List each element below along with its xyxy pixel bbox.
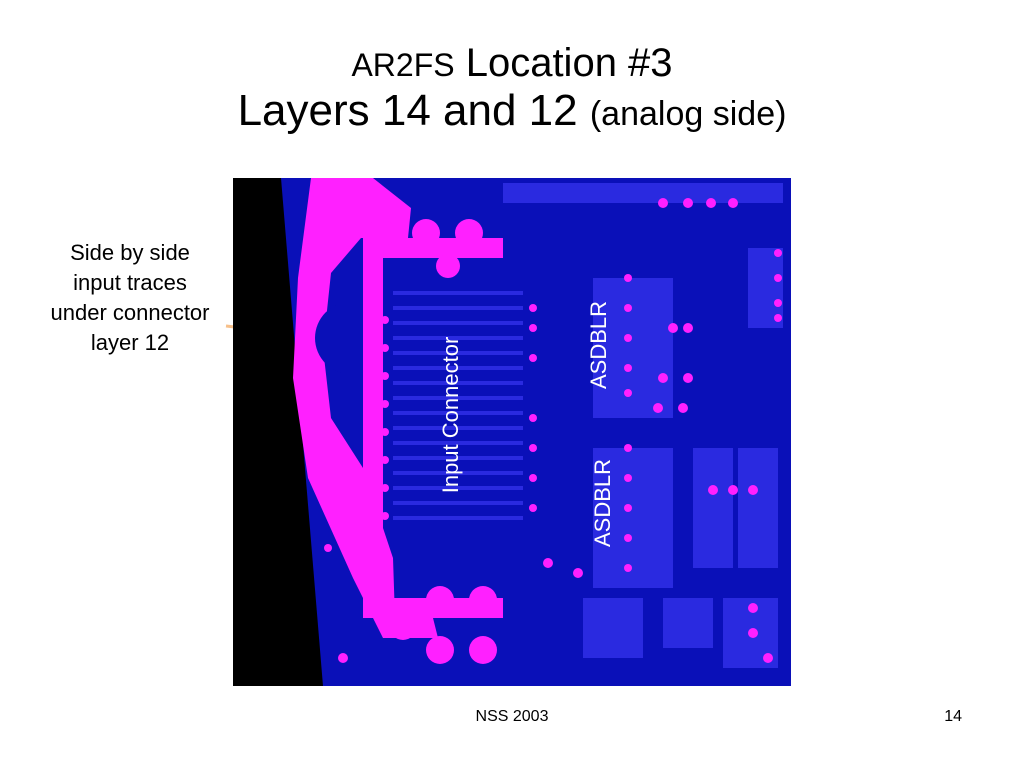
footer-conference: NSS 2003 (475, 708, 549, 725)
label-asdblr-bottom: ASDBLR (590, 458, 615, 548)
callout-line: input traces (73, 270, 187, 295)
slide-number: 14 (944, 708, 962, 725)
callout-text: Side by side input traces under connecto… (30, 238, 230, 358)
title-location: Location #3 (465, 41, 673, 85)
slide-title: AR2FS Location #3 Layers 14 and 12 (anal… (0, 40, 1024, 137)
callout-line: layer 12 (90, 330, 170, 355)
pcb-drawing (233, 178, 791, 686)
title-line-1: AR2FS Location #3 (0, 40, 1024, 86)
title-layers: Layers 14 and 12 (237, 86, 578, 135)
label-input-connector: Input Connector (438, 336, 463, 494)
callout-line: Side by side (70, 240, 190, 265)
title-line-2: Layers 14 and 12 (analog side) (0, 86, 1024, 137)
callout-line: under connector (50, 300, 210, 325)
title-analog-side: (analog side) (589, 95, 787, 133)
label-asdblr-top: ASDBLR (586, 300, 611, 390)
pcb-layout-image: Input Connector ASDBLR ASDBLR (233, 178, 791, 686)
title-ar2fs: AR2FS (351, 47, 455, 83)
